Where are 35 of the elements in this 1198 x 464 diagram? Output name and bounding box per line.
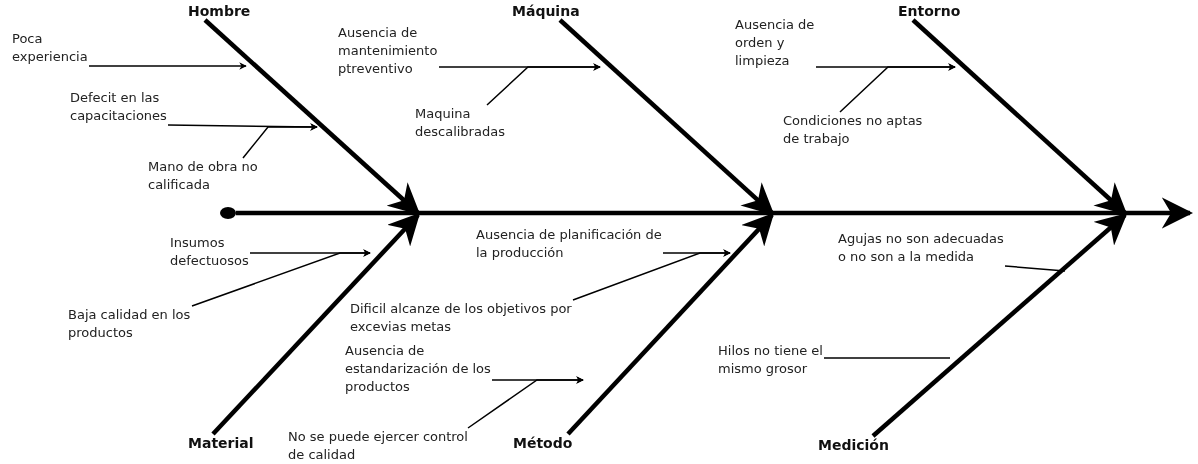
category-label: Máquina: [512, 2, 581, 20]
category-label: Material: [188, 434, 255, 452]
cause-arrow: [839, 63, 956, 113]
cause-arrow: [486, 63, 601, 106]
cause-label: Ausencia de orden y limpieza: [735, 16, 816, 70]
cause-arrow: [191, 249, 371, 307]
cause-label: Baja calidad en los productos: [68, 306, 192, 342]
cause-arrow: [467, 376, 584, 429]
cause-label: Maquina descalibradas: [415, 105, 506, 141]
cause-label: No se puede ejercer control de calidad: [288, 428, 468, 464]
cause-label: Ausencia de mantenimiento ptreventivo: [338, 24, 439, 78]
spine-arrow: [236, 197, 1194, 229]
spine-start-dot: [220, 207, 236, 219]
cause-label: Agujas no son adecuadas o no son a la medida: [838, 230, 1005, 266]
cause-label: Ausencia de estandarización de los productos: [345, 342, 492, 396]
cause-label: Defecit en las capacitaciones: [70, 89, 168, 125]
bone-arrow: [211, 212, 421, 436]
cause-label: Mano de obra no calificada: [148, 158, 259, 194]
cause-label: Condiciones no aptas de trabajo: [783, 112, 924, 148]
cause-arrow: [572, 249, 731, 301]
cause-arrow: [242, 123, 318, 159]
bone-arrow: [871, 212, 1128, 438]
category-label: Método: [513, 434, 574, 452]
cause-label: Poca experiencia: [12, 30, 89, 66]
bone-arrow: [566, 212, 775, 436]
category-label: Hombre: [188, 2, 252, 20]
cause-label: Dificil alcanze de los objetivos por excevias metas: [350, 300, 573, 336]
category-label: Medición: [818, 436, 890, 454]
cause-arrow: [88, 62, 247, 70]
category-label: Entorno: [898, 2, 962, 20]
cause-label: Ausencia de planificación de la producción: [476, 226, 663, 262]
cause-label: Insumos defectuosos: [170, 234, 250, 270]
cause-label: Hilos no tiene el mismo grosor: [718, 342, 824, 378]
cause-line: [1004, 265, 1066, 272]
cause-line: [823, 357, 951, 359]
